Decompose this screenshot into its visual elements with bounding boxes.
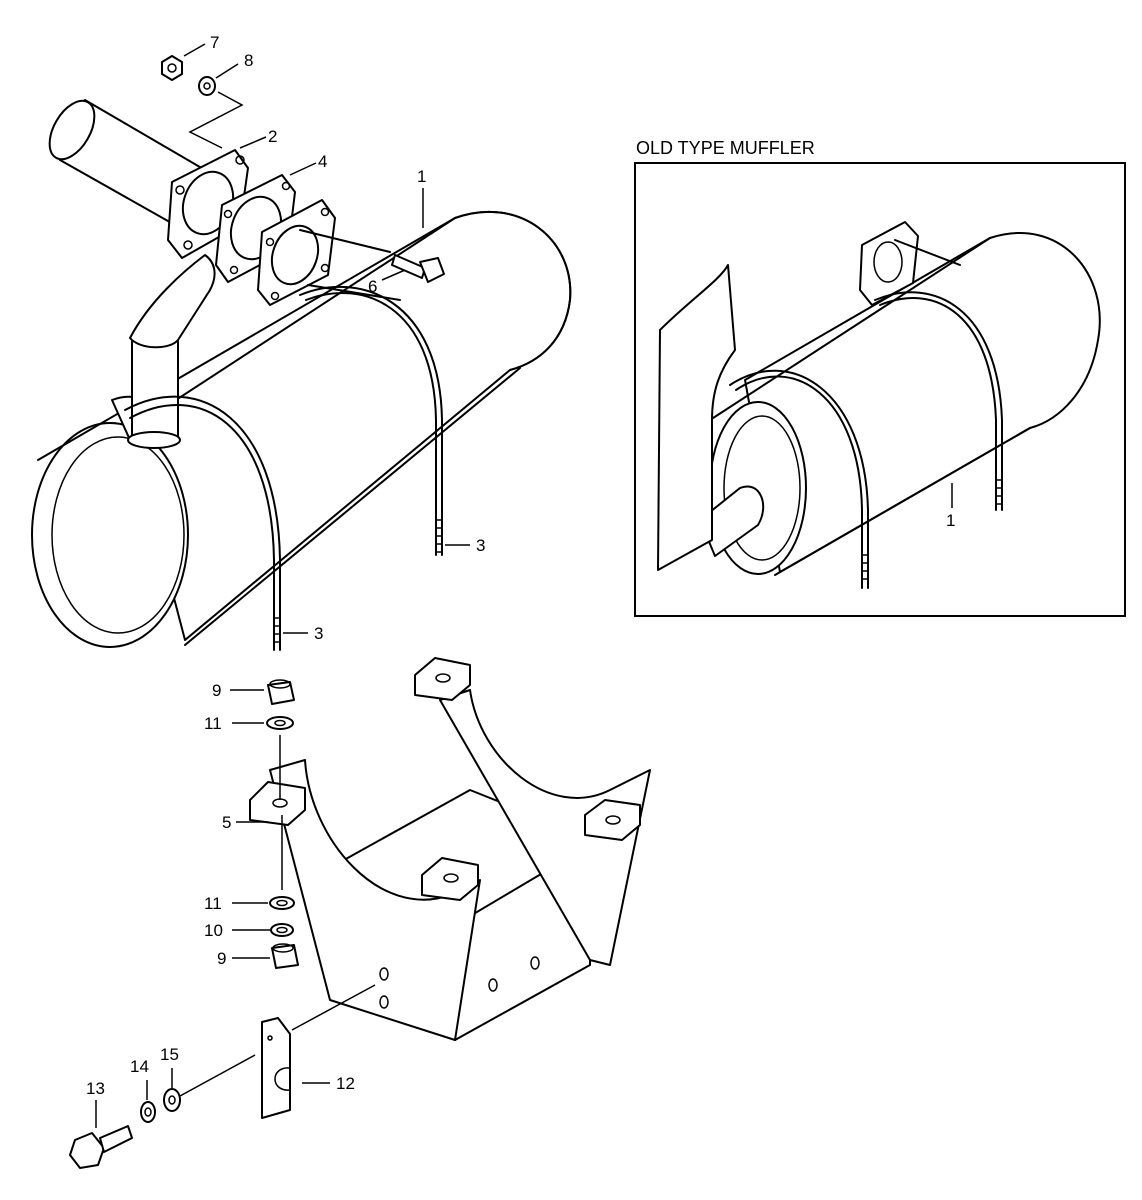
- svg-text:3: 3: [476, 536, 485, 555]
- svg-text:9: 9: [217, 949, 226, 968]
- washer-10: [270, 923, 294, 937]
- svg-text:4: 4: [318, 152, 327, 171]
- svg-text:3: 3: [314, 624, 323, 643]
- svg-text:6: 6: [368, 277, 377, 296]
- bracket-5: [249, 657, 651, 1041]
- svg-text:11: 11: [204, 894, 222, 913]
- svg-text:1: 1: [417, 167, 426, 186]
- washer-11-bottom: [269, 896, 295, 910]
- bolt-6: [391, 254, 445, 283]
- muffler-body: [31, 210, 572, 648]
- nut-7: [161, 55, 183, 81]
- callout-9-top: 9: [212, 681, 264, 700]
- washer-11-top: [266, 716, 294, 730]
- nut-9-bottom: [271, 943, 299, 969]
- inset-old-type-muffler: OLD TYPE MUFFLER 1: [634, 138, 1126, 617]
- inset-frame: [634, 162, 1126, 617]
- plate-12: [261, 1017, 291, 1119]
- washer-14: [140, 1101, 156, 1123]
- callout-13: 13: [86, 1079, 105, 1128]
- svg-text:8: 8: [244, 51, 253, 70]
- callout-2: 2: [239, 127, 277, 149]
- svg-text:11: 11: [204, 714, 222, 733]
- callout-11-bottom: 11: [204, 894, 268, 913]
- callout-3-front: 3: [283, 624, 323, 643]
- u-bolt-3-front: [124, 395, 281, 651]
- callout-11-top: 11: [204, 714, 264, 733]
- washer-15: [163, 1088, 181, 1112]
- callout-5: 5: [222, 813, 268, 832]
- svg-text:15: 15: [160, 1045, 179, 1064]
- callout-3-rear: 3: [445, 536, 485, 555]
- callout-15: 15: [160, 1045, 179, 1088]
- svg-text:13: 13: [86, 1079, 105, 1098]
- washer-8: [198, 76, 216, 96]
- muffler-flange: [257, 199, 401, 306]
- svg-text:10: 10: [204, 921, 223, 940]
- inset-title: OLD TYPE MUFFLER: [636, 138, 815, 158]
- callout-12: 12: [302, 1074, 355, 1093]
- callout-7: 7: [183, 33, 219, 57]
- tail-pipe: [111, 254, 216, 449]
- bolt-13: [69, 1125, 133, 1169]
- svg-text:12: 12: [336, 1074, 355, 1093]
- callout-10: 10: [204, 921, 270, 940]
- callout-4: 4: [289, 152, 327, 176]
- inset-callout-1: 1: [946, 511, 955, 530]
- callout-8: 8: [215, 51, 253, 79]
- callout-1: 1: [417, 167, 426, 228]
- svg-text:14: 14: [130, 1057, 149, 1076]
- callout-9-bottom: 9: [217, 949, 270, 968]
- svg-text:9: 9: [212, 681, 221, 700]
- svg-text:2: 2: [268, 127, 277, 146]
- svg-text:5: 5: [222, 813, 231, 832]
- u-bolt-3-rear: [299, 285, 443, 556]
- leader-nut-path: [188, 91, 244, 149]
- plate-leader: [291, 984, 376, 1031]
- bolt-leader: [179, 1054, 256, 1097]
- callout-14: 14: [130, 1057, 149, 1100]
- callout-6: 6: [368, 269, 406, 296]
- inlet-pipe: [48, 99, 206, 226]
- nut-9-top: [267, 679, 295, 705]
- svg-text:7: 7: [210, 33, 219, 52]
